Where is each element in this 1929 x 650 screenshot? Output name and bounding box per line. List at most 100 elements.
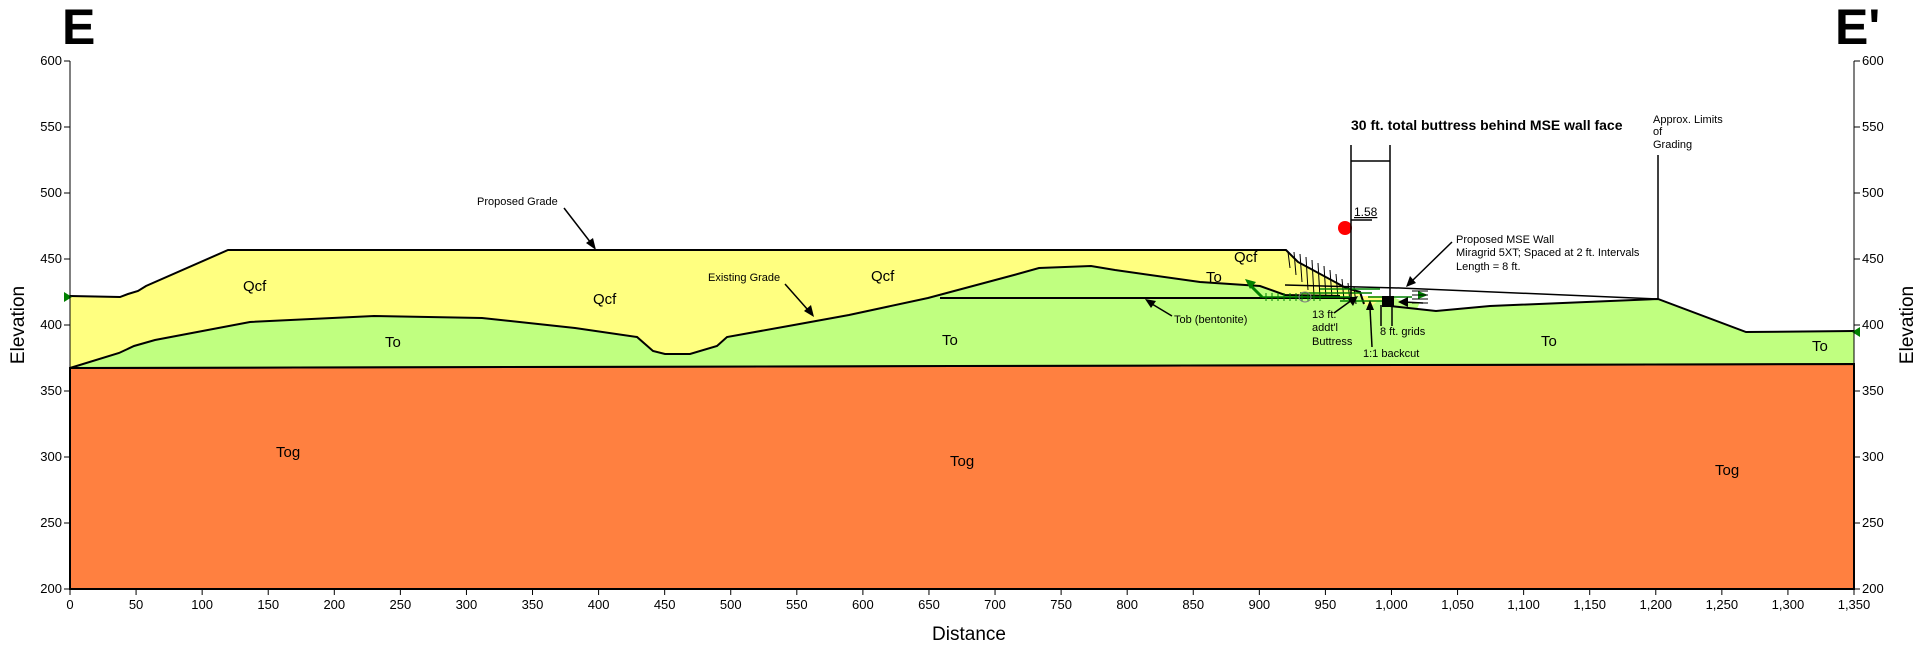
y-tick-right-label: 400 (1862, 317, 1884, 332)
x-tick-label: 350 (522, 597, 544, 612)
x-tick-label: 800 (1116, 597, 1138, 612)
x-tick-label: 1,000 (1375, 597, 1408, 612)
x-tick-label: 1,300 (1772, 597, 1805, 612)
x-tick-label: 600 (852, 597, 874, 612)
mse-note-leader (1412, 241, 1453, 281)
x-tick-label: 1,350 (1838, 597, 1871, 612)
tog-unit-fill (69, 362, 1855, 590)
factor-of-safety-label: 1.58 (1354, 205, 1378, 219)
grading-limit-line1: Approx. Limits (1653, 114, 1723, 126)
addtl-buttress-line1: 13 ft. (1312, 309, 1336, 321)
slip-surface-toe-marker (1298, 291, 1312, 303)
y-tick-right-label: 250 (1862, 515, 1884, 530)
slip-circle-center (1338, 221, 1352, 235)
y-tick-right-label: 200 (1862, 581, 1884, 596)
tob-arrowhead (1145, 299, 1156, 308)
x-tick-label: 1,050 (1441, 597, 1474, 612)
x-tick-label: 150 (257, 597, 279, 612)
qcf-label-3: Qcf (871, 268, 895, 285)
y-tick-left-label: 550 (40, 119, 62, 134)
east-grid-ticks (1412, 290, 1428, 304)
to-unit-fill (70, 266, 1854, 368)
qcf-label-1: Qcf (243, 278, 267, 295)
proposed-grade-label: Proposed Grade (477, 196, 558, 208)
tog-label-1: Tog (276, 444, 300, 461)
tog-label-3: Tog (1715, 462, 1739, 479)
backcut-label: 1:1 backcut (1363, 348, 1419, 360)
x-tick-label: 250 (390, 597, 412, 612)
to-label-1: To (385, 334, 401, 351)
x-tick-label: 1,250 (1706, 597, 1739, 612)
mse-note-line2: Miragrid 5XT; Spaced at 2 ft. Intervals (1456, 247, 1640, 259)
x-tick-label: 400 (588, 597, 610, 612)
x-tick-label: 550 (786, 597, 808, 612)
reinforcement-arrow (1248, 283, 1264, 299)
x-tick-label: 1,150 (1573, 597, 1606, 612)
to-label-5: To (1812, 338, 1828, 355)
y-tick-left-label: 250 (40, 515, 62, 530)
addtl-buttress-leader (1333, 299, 1353, 314)
tob-leader (1151, 303, 1173, 317)
grids-label: 8 ft. grids (1380, 326, 1426, 338)
existing-grade-label: Existing Grade (708, 272, 780, 284)
tog-label-2: Tog (950, 453, 974, 470)
y-tick-left-label: 450 (40, 251, 62, 266)
y-tick-left-label: 600 (40, 53, 62, 68)
x-tick-label: 750 (1050, 597, 1072, 612)
y-tick-right-label: 300 (1862, 449, 1884, 464)
section-end-label: E' (1835, 0, 1880, 55)
proposed-grade-leader (563, 207, 592, 244)
grading-limit-line2: of (1653, 126, 1663, 138)
x-tick-label: 850 (1182, 597, 1204, 612)
existing-grade-east-line (1389, 297, 1855, 334)
y-tick-right-label: 600 (1862, 53, 1884, 68)
x-tick-label: 1,100 (1507, 597, 1540, 612)
tog-contact-line (69, 363, 1855, 369)
x-tick-label: 700 (984, 597, 1006, 612)
x-tick-label: 500 (720, 597, 742, 612)
addtl-buttress-line3: Buttress (1312, 336, 1353, 348)
right-boundary-marker (1852, 327, 1860, 337)
mse-note-arrowhead (1406, 276, 1416, 287)
proposed-grade-arrowhead (586, 238, 596, 250)
mse-note-line1: Proposed MSE Wall (1456, 234, 1554, 246)
addtl-buttress-arrowhead (1348, 296, 1358, 306)
x-tick-label: 650 (918, 597, 940, 612)
reinforcement-arrowhead (1245, 279, 1256, 289)
backcut-leader (1369, 307, 1373, 348)
x-tick-label: 900 (1248, 597, 1270, 612)
x-tick-label: 450 (654, 597, 676, 612)
x-tick-label: 0 (66, 597, 73, 612)
grading-limit-line (1284, 284, 1659, 300)
x-axis-title: Distance (932, 624, 1006, 645)
y-tick-right-label: 450 (1862, 251, 1884, 266)
qcf-label-4: Qcf (1234, 249, 1258, 266)
x-tick-label: 200 (323, 597, 345, 612)
section-start-label: E (62, 0, 95, 55)
addtl-buttress-line2: addt'l (1312, 322, 1338, 334)
existing-grade-arrowhead (804, 305, 814, 317)
y-tick-left-label: 500 (40, 185, 62, 200)
x-tick-label: 950 (1315, 597, 1337, 612)
y-axis-ticks-right: 600 550 500 450 400 350 300 250 200 (1854, 53, 1884, 596)
y-tick-right-label: 350 (1862, 383, 1884, 398)
y-tick-left-label: 200 (40, 581, 62, 596)
wall-arrowhead (1398, 297, 1408, 307)
x-tick-label: 100 (191, 597, 213, 612)
left-boundary-marker (64, 292, 72, 302)
y-tick-right-label: 500 (1862, 185, 1884, 200)
to-label-3: To (1206, 269, 1222, 286)
mse-wall-face (1382, 296, 1394, 307)
qcf-unit-fill (70, 250, 1390, 368)
x-tick-label: 300 (456, 597, 478, 612)
y-tick-left-label: 350 (40, 383, 62, 398)
reinforcement-ticks (1265, 293, 1321, 301)
existing-grade-line (69, 264, 1341, 369)
y-tick-left-label: 400 (40, 317, 62, 332)
y-tick-right-label: 550 (1862, 119, 1884, 134)
to-label-4: To (1541, 333, 1557, 350)
